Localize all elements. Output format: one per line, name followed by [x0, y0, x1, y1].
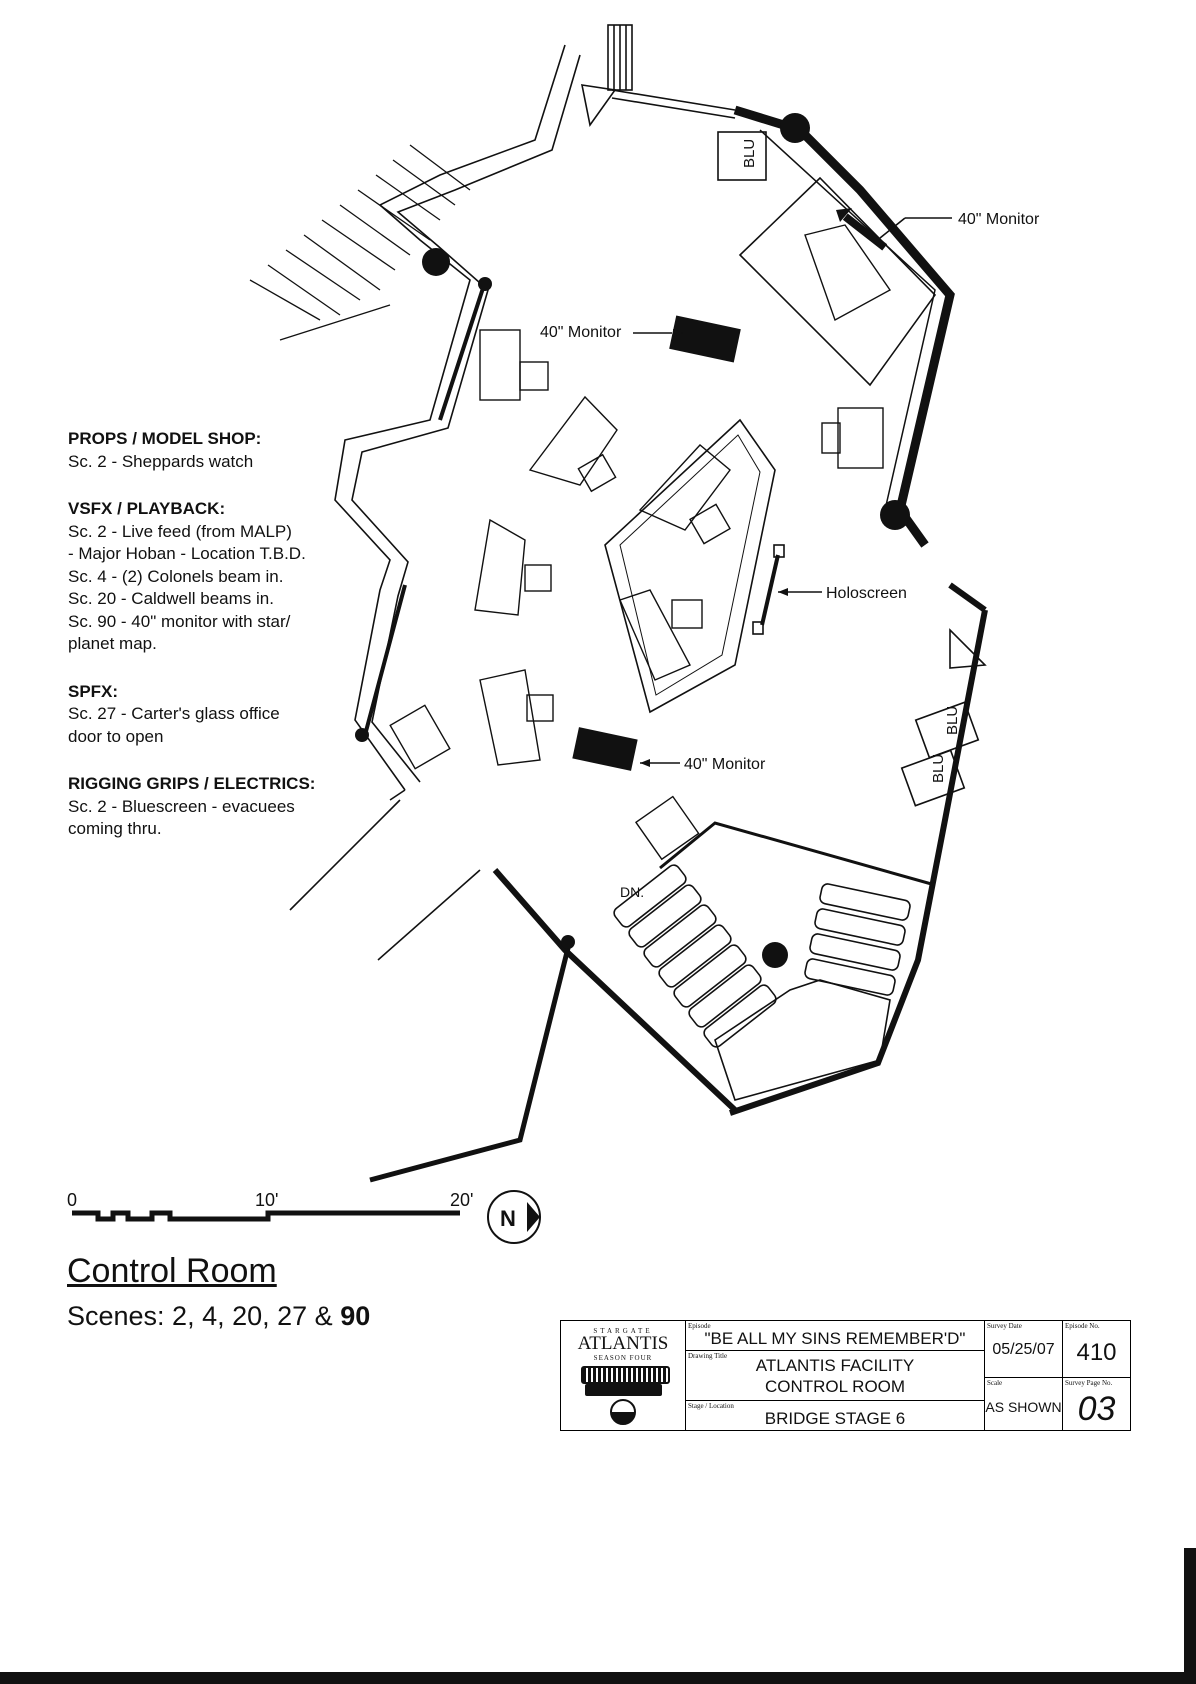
label-monitor-top: 40" Monitor	[540, 324, 622, 341]
column-east	[880, 500, 910, 530]
logo-plaque-2	[585, 1384, 662, 1396]
label-holoscreen: Holoscreen	[826, 585, 907, 602]
scale-end: 20'	[450, 1190, 473, 1210]
scale-cell: Scale AS SHOWN	[985, 1378, 1063, 1430]
stage-cell: Stage / Location BRIDGE STAGE 6	[686, 1401, 985, 1430]
scale-zero: 0	[67, 1190, 77, 1210]
cone-top	[580, 84, 617, 127]
blu-box-right-upper	[914, 701, 980, 759]
label-blu-right-upper: BLU	[944, 706, 961, 735]
logo-emblem-icon	[610, 1399, 636, 1425]
cone-right	[949, 628, 987, 669]
title-block: STARGATE ATLANTIS SEASON FOUR Episode "B…	[560, 1320, 1131, 1431]
holoscreen	[760, 554, 780, 626]
workstations	[389, 224, 892, 861]
label-stairs-dn: DN.	[620, 884, 644, 900]
stair-landing	[714, 979, 891, 1101]
wall-west	[334, 44, 566, 791]
stair-room-wall	[659, 821, 936, 887]
column-west	[422, 248, 450, 276]
logo: STARGATE ATLANTIS SEASON FOUR	[561, 1321, 686, 1430]
scenes-list: Scenes: 2, 4, 20, 27 & 90	[67, 1301, 371, 1331]
survey-date-cell: Survey Date 05/25/07	[985, 1321, 1063, 1378]
hatching	[249, 144, 471, 341]
page-title: Control Room	[67, 1252, 277, 1290]
wall-west-inner	[351, 54, 581, 783]
episode-cell: Episode "BE ALL MY SINS REMEMBER'D"	[686, 1321, 985, 1351]
monitor-platform-ne	[738, 176, 937, 387]
central-console	[604, 418, 776, 714]
episode-no-cell: Episode No. 410	[1063, 1321, 1130, 1378]
logo-plaque	[581, 1366, 670, 1384]
monitor-ne	[842, 213, 888, 251]
wall-east	[733, 105, 955, 548]
note-spfx: SPFX: Sc. 27 - Carter's glass office doo…	[68, 681, 280, 746]
column-stairs	[762, 942, 788, 968]
scale-bar: 0 10' 20'	[67, 1190, 473, 1222]
note-props: PROPS / MODEL SHOP: Sc. 2 - Sheppards wa…	[68, 429, 262, 471]
department-notes: PROPS / MODEL SHOP: Sc. 2 - Sheppards wa…	[68, 428, 368, 866]
stair-steps	[613, 864, 911, 1048]
wall-se	[729, 609, 988, 1116]
label-blu-top: BLU	[741, 139, 758, 168]
column-north	[780, 113, 810, 143]
monitor-bottom	[572, 727, 638, 771]
north-arrow-icon: N	[487, 1190, 541, 1244]
monitor-center	[669, 315, 741, 363]
note-rigging: RIGGING GRIPS / ELECTRICS: Sc. 2 - Blues…	[68, 774, 316, 838]
border-bottom	[0, 1672, 1196, 1684]
label-monitor-ne: 40" Monitor	[958, 211, 1040, 228]
label-blu-right-lower: BLU	[930, 754, 947, 783]
blu-box-right-lower	[900, 749, 966, 807]
wall-east-inner	[759, 129, 936, 511]
drawing-title-cell: Drawing Title ATLANTIS FACILITY CONTROL …	[686, 1351, 985, 1401]
wall-south	[369, 939, 573, 1183]
glass-wall-sw	[363, 584, 407, 736]
label-monitor-bottom: 40" Monitor	[684, 756, 766, 773]
note-vsfx: VSFX / PLAYBACK: Sc. 2 - Live feed (from…	[68, 499, 306, 653]
blu-box-top	[717, 131, 767, 181]
svg-text:N: N	[500, 1206, 516, 1231]
glass-wall-west	[438, 281, 487, 421]
page-no-cell: Survey Page No. 03	[1065, 1379, 1116, 1428]
scale-mid: 10'	[255, 1190, 278, 1210]
border-right	[1184, 1548, 1196, 1684]
